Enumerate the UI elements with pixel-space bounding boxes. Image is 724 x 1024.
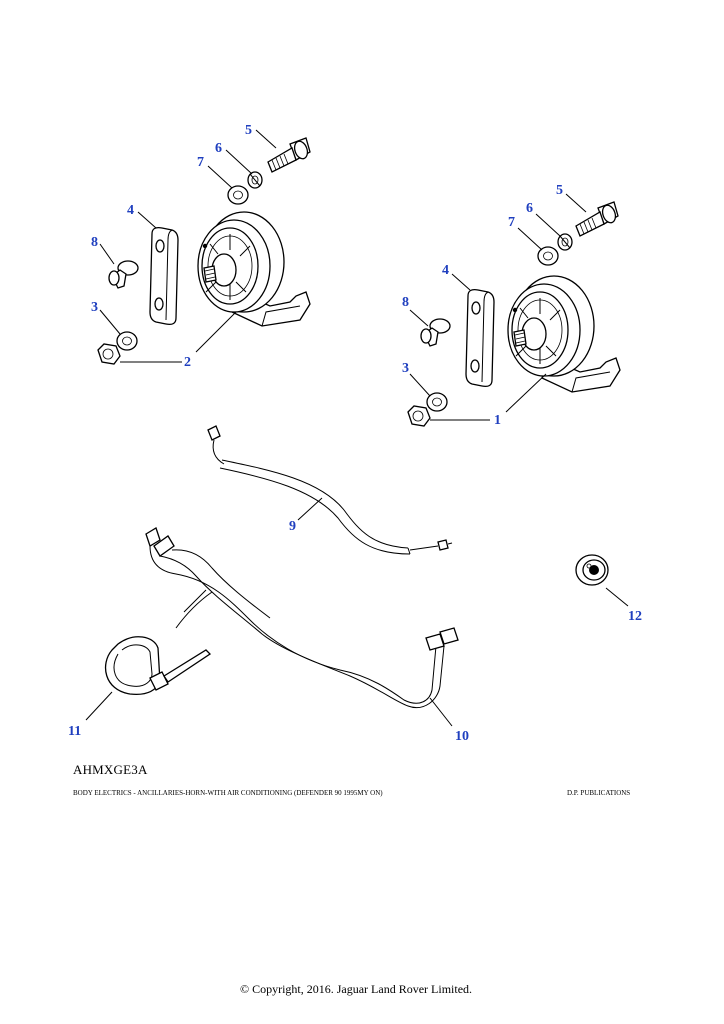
rivet-nut-icon <box>108 260 139 289</box>
diagram-reference-code: AHMXGE3A <box>73 762 148 777</box>
callout-12: 12 <box>628 609 642 624</box>
callout-5: 5 <box>556 183 563 198</box>
callout-4: 4 <box>442 263 449 278</box>
diagram-caption: BODY ELECTRICS - ANCILLARIES-HORN-WITH A… <box>73 789 383 797</box>
callout-6: 6 <box>526 201 533 216</box>
callout-2: 2 <box>184 355 191 370</box>
washer-icon <box>116 331 138 351</box>
grommet-icon <box>575 554 609 586</box>
callout-5: 5 <box>245 123 252 138</box>
rivet-nut-icon <box>420 318 451 347</box>
callout-11: 11 <box>68 724 81 739</box>
bracket-icon <box>465 288 495 388</box>
washer-icon <box>247 171 263 189</box>
callout-8: 8 <box>91 235 98 250</box>
washer-icon <box>537 246 559 266</box>
callout-9: 9 <box>289 519 296 534</box>
bracket-icon <box>149 226 179 326</box>
callout-3: 3 <box>91 300 98 315</box>
horn-icon <box>197 211 311 327</box>
bolt-icon <box>267 137 311 173</box>
callout-10: 10 <box>455 729 469 744</box>
callout-4: 4 <box>127 203 134 218</box>
washer-icon <box>227 185 249 205</box>
callout-3: 3 <box>402 361 409 376</box>
copyright-notice: © Copyright, 2016. Jaguar Land Rover Lim… <box>239 982 473 996</box>
bolt-icon <box>575 201 619 237</box>
nut-icon <box>407 405 431 427</box>
wiring-harness-icon <box>145 527 459 708</box>
callout-8: 8 <box>402 295 409 310</box>
horn-assembly-right <box>407 193 621 427</box>
washer-icon <box>557 233 573 251</box>
callout-1: 1 <box>494 413 501 428</box>
horn-assembly-left <box>97 129 311 365</box>
nut-icon <box>97 343 121 365</box>
callout-7: 7 <box>508 215 515 230</box>
publisher-label: D.P. PUBLICATIONS <box>567 789 631 797</box>
wiring-harness-icon <box>207 425 453 555</box>
cable-tie-icon <box>104 636 212 696</box>
callout-6: 6 <box>215 141 222 156</box>
callout-7: 7 <box>197 155 204 170</box>
horn-icon <box>507 275 621 393</box>
washer-icon <box>426 392 448 412</box>
